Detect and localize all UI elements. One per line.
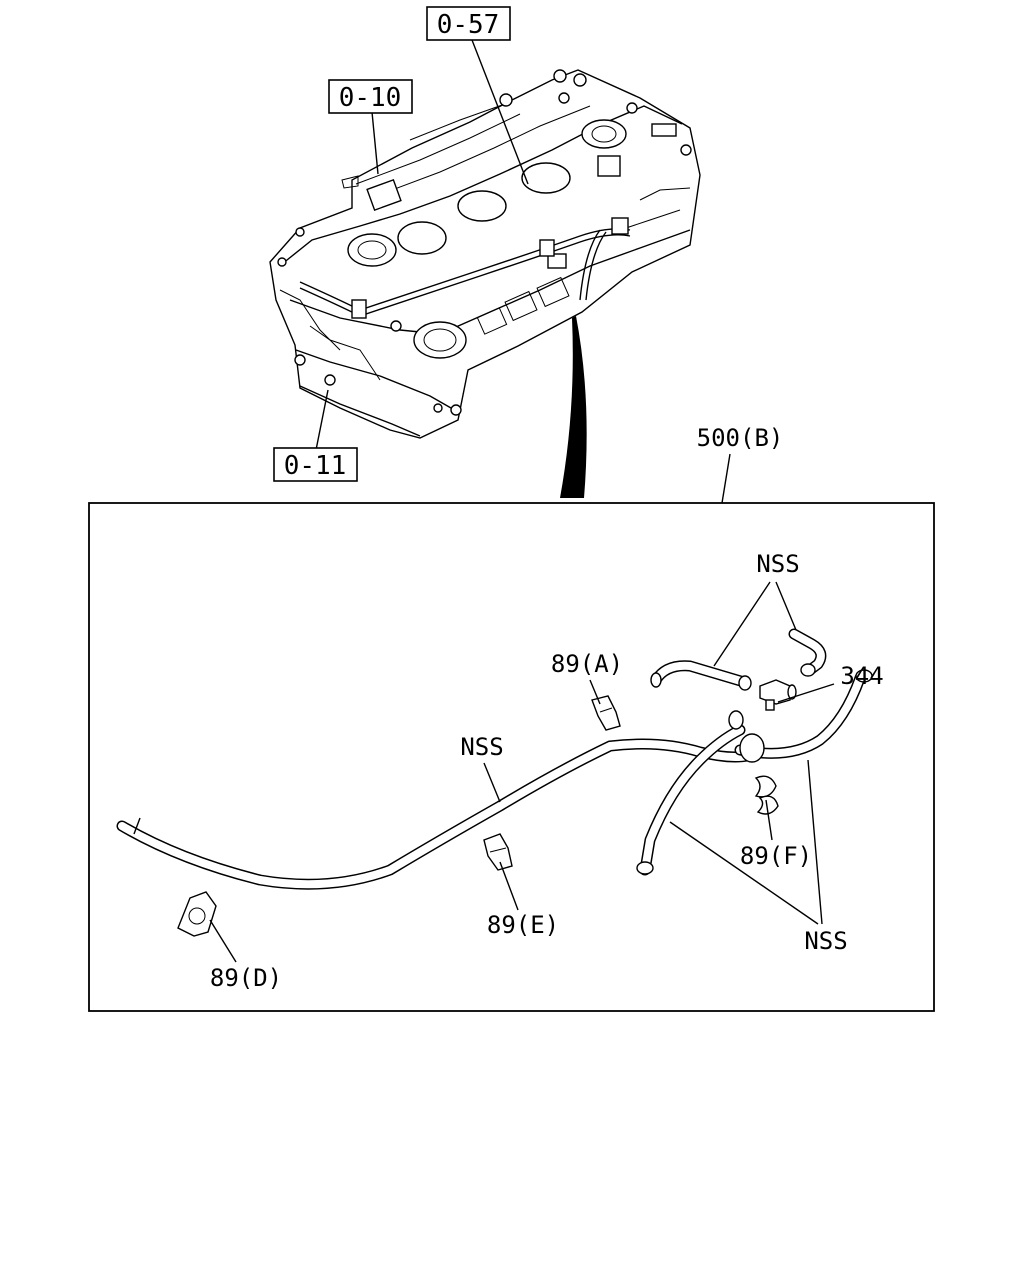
nss-top-leader-b [775, 581, 797, 631]
callout-344: 344 [840, 662, 883, 690]
callout-89f-leader [765, 799, 773, 841]
long-hose[interactable] [116, 738, 766, 890]
detail-frame [88, 502, 935, 1012]
ref-011-leader [315, 389, 329, 451]
nss-bottom-leader-b [807, 759, 823, 925]
y-branch-hose[interactable] [636, 669, 873, 876]
callout-344-leader [777, 683, 835, 703]
clip-89e[interactable] [483, 833, 513, 871]
clip-89d[interactable] [177, 891, 217, 937]
ref-0-10-label: 0-10 [339, 83, 402, 113]
group-label-500b: 500(B) [697, 424, 784, 452]
clip-89a[interactable] [591, 695, 621, 731]
callout-nss-mid: NSS [460, 733, 503, 761]
nss-top-leader-a [713, 581, 771, 667]
nss-bottom-leader-a [669, 821, 819, 925]
ref-0-57-label: 0-57 [437, 10, 500, 40]
callout-89a: 89(A) [551, 650, 623, 678]
detail-pointer-arrow [560, 316, 587, 498]
nss-mid-leader [483, 762, 501, 803]
callout-89d: 89(D) [210, 964, 282, 992]
callout-89e: 89(E) [487, 911, 559, 939]
callout-nss-bottom: NSS [804, 927, 847, 955]
callout-89d-leader [209, 919, 237, 963]
callout-89a-leader [589, 679, 601, 705]
cylinder-head-illustration [269, 69, 701, 439]
callout-nss-top: NSS [756, 550, 799, 578]
connector-344[interactable] [759, 679, 797, 711]
callout-89f: 89(F) [740, 842, 812, 870]
ref-010-leader [371, 111, 379, 175]
short-hose-a[interactable] [650, 660, 752, 691]
group-label-leader [721, 453, 731, 504]
ref-057-leader [471, 39, 529, 185]
ref-0-11-label: 0-11 [284, 451, 347, 481]
ref-box-0-57[interactable]: 0-57 [426, 6, 511, 41]
short-hose-b[interactable] [788, 628, 827, 677]
ref-box-0-10[interactable]: 0-10 [328, 79, 413, 114]
ref-box-0-11[interactable]: 0-11 [273, 447, 358, 482]
clip-89f[interactable] [754, 775, 779, 815]
callout-89e-leader [499, 861, 519, 911]
